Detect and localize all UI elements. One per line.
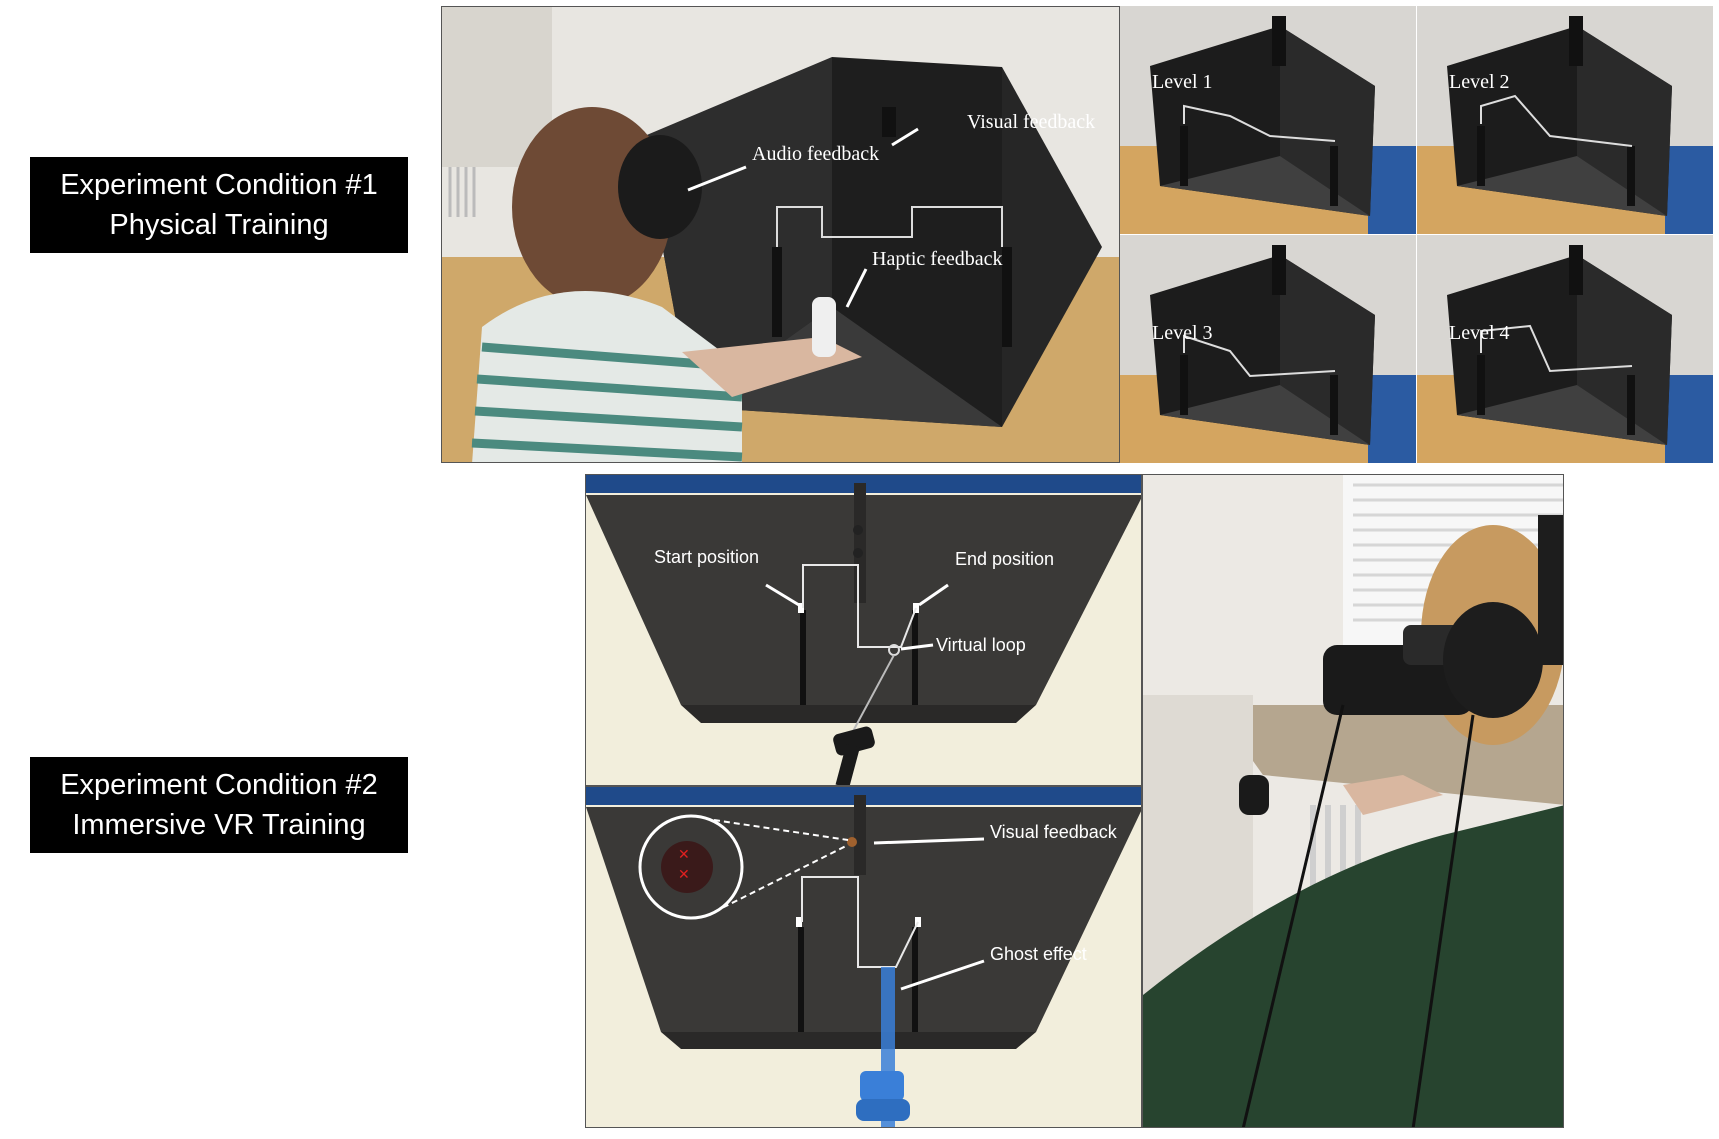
start-position-annotation: Start position [654,547,759,567]
condition-1-subtitle: Physical Training [109,209,329,241]
svg-text:✕: ✕ [678,847,690,863]
end-position-annotation: End position [955,549,1054,569]
level-4-label: Level 4 [1449,322,1510,344]
ghost-effect-annotation: Ghost effect [990,944,1087,964]
svg-text:✕: ✕ [678,867,690,883]
vr-screenshot-bottom: ✕ ✕ Visual feedback Ghost effect [585,786,1142,1128]
audio-feedback-annotation: Audio feedback [752,143,879,165]
visual-feedback-vr-annotation: Visual feedback [990,822,1118,842]
condition-2-subtitle: Immersive VR Training [72,809,366,841]
level-3-thumbnail: Level 3 [1120,235,1416,463]
condition-2-label: Experiment Condition #2 Immersive VR Tra… [30,757,408,853]
level-2-label: Level 2 [1449,71,1510,93]
virtual-loop-annotation: Virtual loop [936,635,1026,655]
condition-2-title: Experiment Condition #2 [60,769,378,801]
haptic-feedback-annotation: Haptic feedback [872,248,1002,270]
vr-screenshot-top: Start position End position Virtual loop [585,474,1142,786]
level-1-label: Level 1 [1152,71,1213,93]
physical-training-photo: Visual feedback Audio feedback Haptic fe… [441,6,1120,463]
level-1-thumbnail: Level 1 [1120,6,1416,234]
level-3-label: Level 3 [1152,322,1213,344]
condition-1-label: Experiment Condition #1 Physical Trainin… [30,157,408,253]
level-4-thumbnail: Level 4 [1417,235,1713,463]
vr-participant-photo [1142,474,1564,1128]
level-thumbnails: Level 1 Level 2 Level 3 Level 4 [1120,6,1714,463]
condition-1-title: Experiment Condition #1 [60,169,378,201]
level-2-thumbnail: Level 2 [1417,6,1713,234]
visual-feedback-annotation: Visual feedback [967,111,1095,133]
